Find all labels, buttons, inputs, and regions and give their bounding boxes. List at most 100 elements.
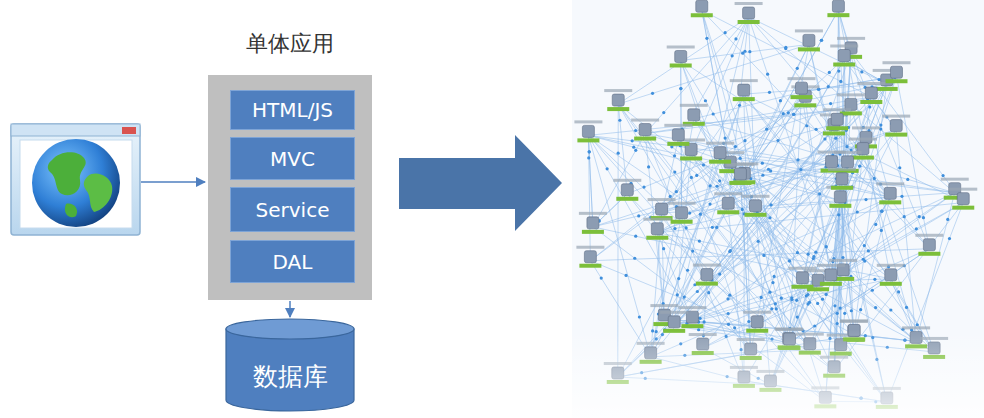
link-dot [724,31,727,34]
link-dot [600,276,603,279]
server-bar [791,285,813,289]
network-link [801,92,830,279]
server-tag [830,45,858,48]
link-dot [768,91,771,94]
link-dot [741,52,744,55]
link-dot [916,323,919,326]
link-dot [718,272,721,275]
server-bar [829,204,851,208]
link-dot [787,111,790,114]
link-dot [816,302,819,305]
link-dot [688,211,691,214]
link-dot [676,293,679,296]
service-icon [837,93,865,115]
server-tag [828,168,856,171]
link-dot [874,306,877,309]
link-dot [790,296,793,299]
server-bar [579,264,601,268]
server-tag [823,108,851,111]
link-dot [836,322,839,325]
link-dot [669,195,672,198]
server-body [842,156,854,168]
server-tag [643,218,671,221]
server-body [795,82,807,94]
server-bar [798,47,820,51]
link-dot [874,223,877,226]
service-icon [714,192,742,214]
service-icon [726,163,754,185]
server-body [831,113,843,125]
link-dot [922,216,925,219]
server-body [890,120,902,132]
link-dot [880,229,883,232]
server-tag [837,37,865,40]
server-body [587,217,599,229]
server-tag [817,264,845,267]
link-dot [868,105,871,108]
link-dot [731,54,734,57]
link-dot [677,277,680,280]
server-tag [741,195,769,198]
network-link [645,134,664,320]
server-bar [607,107,629,111]
server-tag [667,45,695,48]
server-body [796,272,808,284]
link-dot [784,46,787,49]
server-tag [648,198,676,201]
link-dot [814,251,817,254]
box-heading: 单体应用 [188,29,392,59]
link-dot [807,253,810,256]
server-bar [696,282,718,286]
link-dot [839,80,842,83]
server-bar [827,13,849,17]
server-body [651,223,663,235]
server-body [890,66,902,78]
link-dot [889,308,892,311]
server-body [701,269,713,281]
server-body [584,251,596,263]
link-dot [702,163,705,166]
link-dot [679,87,682,90]
server-tag [941,178,969,181]
link-dot [788,259,791,262]
network-link [678,139,854,335]
server-tag [840,319,868,322]
link-dot [805,124,808,127]
network-link [657,123,837,232]
server-body [825,269,837,281]
service-icon [817,264,845,286]
service-icon [735,2,763,24]
node-label: HTML/JS [252,98,333,122]
link-dot [779,99,782,102]
server-tag [576,246,604,249]
server-bar [918,252,940,256]
service-icon [882,115,910,137]
link-dot [918,215,921,218]
service-icon [667,45,695,67]
link-dot [757,240,760,243]
link-dot [690,176,693,179]
link-dot [633,257,636,260]
link-dot [673,227,676,230]
service-icon [631,119,659,141]
server-tag [877,264,905,267]
service-icon [604,89,632,111]
network-link [694,119,934,352]
link-dot [673,170,676,173]
server-tag [915,234,943,237]
network-link [627,157,720,194]
layer-box: Service [230,187,355,232]
server-tag [664,124,692,127]
link-dot [695,174,698,177]
link-dot [761,174,764,177]
link-dot [906,178,909,181]
service-icon [949,188,977,210]
network-link [851,52,929,249]
service-icon [643,218,671,240]
link-dot [825,293,828,296]
server-tag [604,89,632,92]
server-body [672,129,684,141]
link-dot [707,291,710,294]
server-body [885,269,897,281]
link-dot [708,184,711,187]
